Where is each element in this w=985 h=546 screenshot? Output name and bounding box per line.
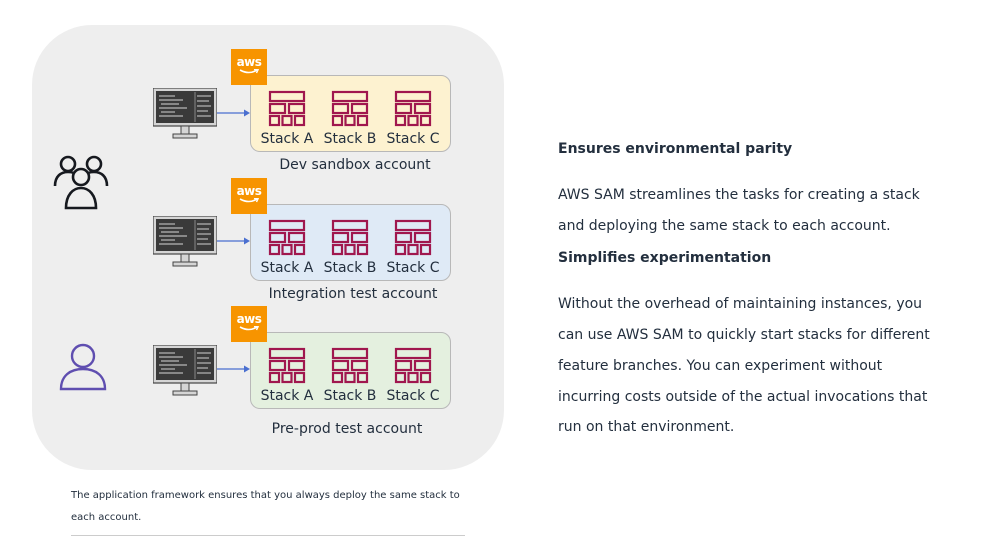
stack-a: Stack A bbox=[256, 219, 318, 276]
deploy-arrow-icon bbox=[217, 237, 250, 245]
figure-caption: The application framework ensures that y… bbox=[71, 490, 460, 523]
aws-logo-icon: aws bbox=[231, 306, 267, 342]
stack-label: Stack A bbox=[260, 388, 314, 404]
account-label-dev: Dev sandbox account bbox=[279, 157, 431, 173]
stack-c: Stack C bbox=[382, 219, 444, 276]
stack-a: Stack A bbox=[256, 90, 318, 147]
stack-label: Stack A bbox=[260, 260, 314, 276]
benefits-text: Ensures environmental parity AWS SAM str… bbox=[558, 134, 948, 443]
dev-sandbox-account-box: Stack A Stack B Stack C bbox=[250, 75, 451, 152]
section-body-parity: AWS SAM streamlines the tasks for creati… bbox=[558, 187, 920, 234]
stack-label: Stack A bbox=[260, 131, 314, 147]
account-label-preprod: Pre-prod test account bbox=[271, 421, 423, 437]
stack-label: Stack B bbox=[323, 131, 377, 147]
integration-test-account-box: Stack A Stack B Stack C bbox=[250, 204, 451, 281]
aws-badge-text: aws bbox=[236, 312, 262, 326]
stack-icon bbox=[394, 90, 432, 127]
aws-logo-icon: aws bbox=[231, 178, 267, 214]
section-heading-experimentation: Simplifies experimentation bbox=[558, 250, 772, 267]
stack-icon bbox=[331, 347, 369, 384]
stack-b: Stack B bbox=[319, 219, 381, 276]
team-users-icon bbox=[53, 155, 109, 210]
account-label-integration: Integration test account bbox=[268, 286, 438, 302]
caption-divider bbox=[71, 535, 465, 536]
stack-b: Stack B bbox=[319, 347, 381, 404]
deploy-arrow-icon bbox=[217, 109, 250, 117]
stack-label: Stack C bbox=[386, 388, 440, 404]
stack-label: Stack B bbox=[323, 388, 377, 404]
stack-icon bbox=[331, 90, 369, 127]
aws-badge-text: aws bbox=[236, 55, 262, 69]
aws-logo-icon: aws bbox=[231, 49, 267, 85]
stack-icon bbox=[268, 90, 306, 127]
stack-icon bbox=[268, 347, 306, 384]
stack-icon bbox=[268, 219, 306, 256]
pre-prod-test-account-box: Stack A Stack B Stack C bbox=[250, 332, 451, 409]
developer-monitor-icon bbox=[153, 88, 217, 139]
developer-monitor-icon bbox=[153, 216, 217, 267]
section-body-experimentation: Without the overhead of maintaining inst… bbox=[558, 296, 930, 436]
user-icon bbox=[59, 343, 107, 391]
stack-c: Stack C bbox=[382, 90, 444, 147]
stack-label: Stack B bbox=[323, 260, 377, 276]
stack-icon bbox=[394, 219, 432, 256]
stack-label: Stack C bbox=[386, 131, 440, 147]
developer-monitor-icon bbox=[153, 345, 217, 396]
stack-icon bbox=[331, 219, 369, 256]
section-heading-parity: Ensures environmental parity bbox=[558, 141, 793, 157]
stack-c: Stack C bbox=[382, 347, 444, 404]
stack-b: Stack B bbox=[319, 90, 381, 147]
stack-label: Stack C bbox=[386, 260, 440, 276]
aws-badge-text: aws bbox=[236, 184, 262, 198]
stack-a: Stack A bbox=[256, 347, 318, 404]
stack-icon bbox=[394, 347, 432, 384]
deploy-arrow-icon bbox=[217, 365, 250, 373]
